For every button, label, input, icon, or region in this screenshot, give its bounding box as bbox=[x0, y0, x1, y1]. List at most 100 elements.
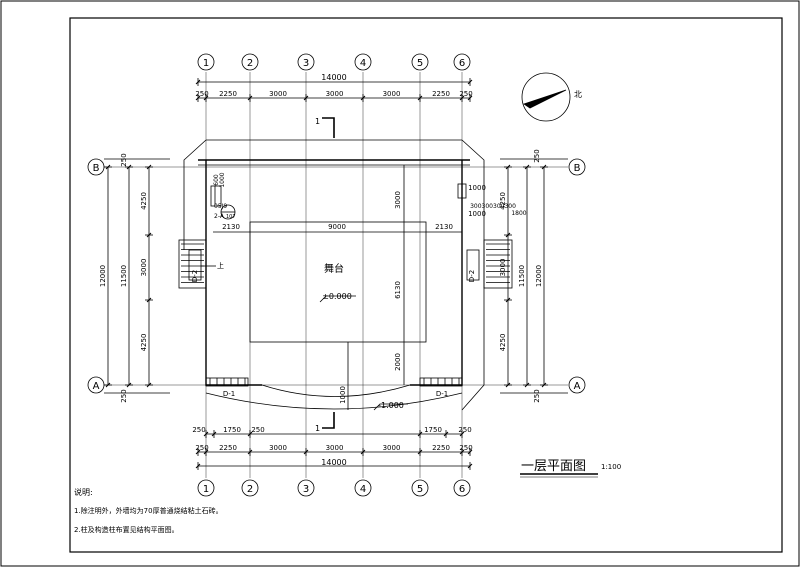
dim-tick bbox=[360, 449, 366, 455]
dim-text: 250 bbox=[192, 426, 205, 434]
section-mark-bottom: 1 bbox=[315, 424, 320, 433]
dim-text: 11500 bbox=[518, 265, 526, 287]
dim-text: 2250 bbox=[219, 444, 237, 452]
axis-label-top: 2 bbox=[247, 58, 253, 69]
dim-text: 250 bbox=[458, 426, 471, 434]
front-arc-inner bbox=[261, 384, 411, 397]
axis-label-bottom: 6 bbox=[459, 484, 465, 495]
axis-bubble bbox=[411, 53, 429, 71]
axis-bubble bbox=[297, 479, 315, 497]
drawing-title: 一层平面图 bbox=[521, 459, 586, 474]
detail-ref-page: 107 bbox=[226, 214, 236, 220]
dim-text: 3000 bbox=[140, 259, 148, 277]
stair-left bbox=[178, 239, 207, 289]
dim-tick bbox=[417, 95, 423, 101]
axis-label-left: B bbox=[93, 163, 100, 174]
dim-text: 250 bbox=[195, 444, 208, 452]
dim-text: 4250 bbox=[499, 192, 507, 210]
dim-tick bbox=[203, 431, 209, 437]
dim-tick bbox=[360, 95, 366, 101]
dim-tick bbox=[467, 463, 473, 469]
dim-text: 250 bbox=[120, 389, 128, 402]
dim-tick bbox=[459, 95, 465, 101]
wall-left bbox=[205, 160, 262, 386]
dim-tick bbox=[303, 449, 309, 455]
dim-tick bbox=[126, 382, 132, 388]
dim-text: 4250 bbox=[499, 334, 507, 352]
window-tag-right: D-1 bbox=[436, 390, 448, 398]
dim-tick bbox=[505, 297, 511, 303]
dim-tick bbox=[524, 164, 530, 170]
dim-tick bbox=[524, 382, 530, 388]
dim-text: 1000 bbox=[219, 172, 226, 187]
detail-ref-sheet: 2-A bbox=[214, 213, 225, 220]
elevation-main: ±0.000 bbox=[322, 292, 352, 301]
axis-label-top: 5 bbox=[417, 58, 423, 69]
notes-line-2: 2.柱及构造柱布置见结构平面图。 bbox=[74, 525, 179, 534]
dim-tick bbox=[146, 164, 152, 170]
dim-text: 1800 bbox=[511, 210, 526, 217]
dim-text: 1750 bbox=[424, 426, 442, 434]
dim-tick bbox=[195, 449, 201, 455]
stair-tag-left: D-2 bbox=[191, 270, 199, 282]
detail-ref-code: 05J9 bbox=[214, 203, 227, 210]
section-mark-top: 1 bbox=[315, 117, 320, 126]
notes-line-1: 1.除注明外，外墙均为70厚普通烧结粘土石砖。 bbox=[74, 506, 223, 515]
dim-tick bbox=[247, 95, 253, 101]
dim-text: 11500 bbox=[120, 265, 128, 287]
axis-label-top: 3 bbox=[303, 58, 309, 69]
dim-text: 4250 bbox=[140, 192, 148, 210]
north-label: 北 bbox=[574, 90, 582, 99]
front-arc-outer bbox=[205, 392, 463, 410]
axis-label-bottom: 5 bbox=[417, 484, 423, 495]
window-right-upper bbox=[457, 183, 467, 199]
dim-tick bbox=[195, 95, 201, 101]
stair-right bbox=[483, 239, 513, 289]
dim-text: 3000 bbox=[326, 90, 344, 98]
dim-text: 1000 bbox=[468, 184, 486, 192]
dim-tick bbox=[541, 382, 547, 388]
axis-bubble bbox=[411, 479, 429, 497]
window-left-upper bbox=[210, 185, 222, 207]
section-mark-bottom bbox=[322, 412, 335, 429]
wall-right bbox=[410, 160, 463, 386]
dim-tick bbox=[203, 449, 209, 455]
north-arrow-needle bbox=[523, 89, 567, 109]
stage-outline bbox=[249, 221, 427, 343]
axis-label-top: 4 bbox=[360, 58, 366, 69]
dim-tick bbox=[195, 463, 201, 469]
window-block bbox=[205, 377, 249, 387]
axis-bubble bbox=[453, 53, 471, 71]
dim-text: 300300300300 bbox=[470, 203, 516, 210]
axis-label-top: 1 bbox=[203, 58, 209, 69]
dim-text: 2130 bbox=[435, 223, 453, 231]
window-block bbox=[419, 377, 463, 387]
stair-tag-box-right bbox=[466, 249, 480, 281]
dim-text: 250 bbox=[459, 90, 472, 98]
north-arrow-circle bbox=[521, 72, 571, 122]
axis-bubble bbox=[241, 479, 259, 497]
stage-label: 舞台 bbox=[324, 262, 344, 275]
axis-label-bottom: 1 bbox=[203, 484, 209, 495]
axis-bubble bbox=[354, 53, 372, 71]
dim-tick bbox=[195, 79, 201, 85]
dim-text: 3000 bbox=[383, 444, 401, 452]
dim-tick bbox=[146, 382, 152, 388]
axis-bubble bbox=[197, 53, 215, 71]
plan-geometry bbox=[104, 72, 598, 478]
dim-tick bbox=[443, 431, 449, 437]
dim-text: 2000 bbox=[394, 353, 402, 371]
axis-label-bottom: 2 bbox=[247, 484, 253, 495]
notes-heading: 说明: bbox=[74, 487, 93, 497]
elevation-front: -1.000 bbox=[378, 401, 404, 410]
dim-tick bbox=[459, 431, 465, 437]
dim-text: 2250 bbox=[219, 90, 237, 98]
dim-tick bbox=[505, 232, 511, 238]
dim-tick bbox=[467, 79, 473, 85]
dim-text: 3000 bbox=[499, 259, 507, 277]
dim-text: 12000 bbox=[99, 265, 107, 287]
dim-tick bbox=[505, 164, 511, 170]
stair-tag-box-left bbox=[188, 249, 202, 281]
